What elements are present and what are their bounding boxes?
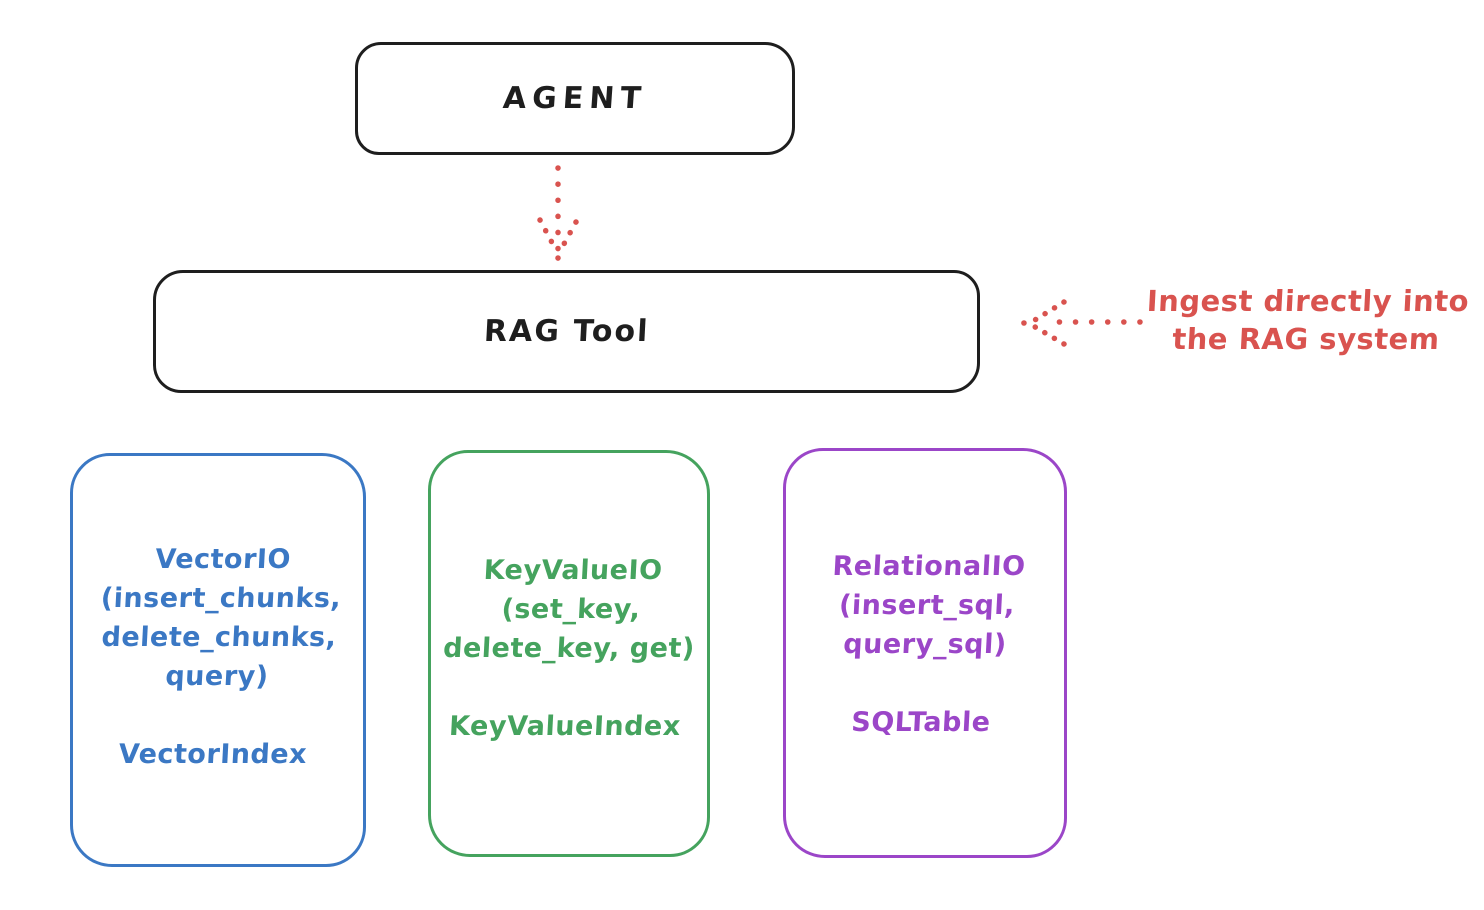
vector-io-line: query) [164,661,270,692]
annotation-to-ragtool-arrow [1020,299,1143,347]
ingest-annotation-line2: the RAG system [1171,322,1441,356]
keyvalue-io-line: (set_key, [500,594,642,625]
rag-tool-box: RAG Tool [153,270,980,393]
spacer [783,664,1063,703]
agent-to-ragtool-arrow [537,165,579,262]
vector-io-box: VectorIO (insert_chunks, delete_chunks, … [70,453,366,867]
vector-io-line: delete_chunks, [100,622,338,653]
relational-io-text: RelationalIO (insert_sql, query_sql) SQL… [781,547,1069,742]
vector-index-label: VectorIndex [117,739,308,770]
ingest-annotation-line1: Ingest directly into [1146,284,1470,318]
agent-box-label: AGENT [501,81,649,116]
keyvalue-io-line: KeyValueIO [482,555,664,586]
relational-io-box: RelationalIO (insert_sql, query_sql) SQL… [783,448,1067,858]
spacer [69,696,361,735]
vector-io-line: (insert_chunks, [100,583,343,614]
spacer [428,668,706,707]
keyvalue-io-text: KeyValueIO (set_key, delete_key, get) Ke… [426,551,712,746]
relational-io-line: (insert_sql, [838,590,1016,621]
rag-tool-box-label: RAG Tool [482,314,651,349]
keyvalue-index-label: KeyValueIndex [448,711,682,742]
keyvalue-io-box: KeyValueIO (set_key, delete_key, get) Ke… [428,450,710,857]
keyvalue-io-line: delete_key, get) [442,633,696,664]
vector-io-text: VectorIO (insert_chunks, delete_chunks, … [67,540,369,774]
sql-table-label: SQLTable [850,707,992,738]
agent-box: AGENT [355,42,795,155]
ingest-annotation: Ingest directly into the RAG system [1138,282,1476,358]
vector-io-line: VectorIO [154,544,292,575]
relational-io-line: query_sql) [842,629,1008,660]
relational-io-line: RelationalIO [831,551,1027,582]
